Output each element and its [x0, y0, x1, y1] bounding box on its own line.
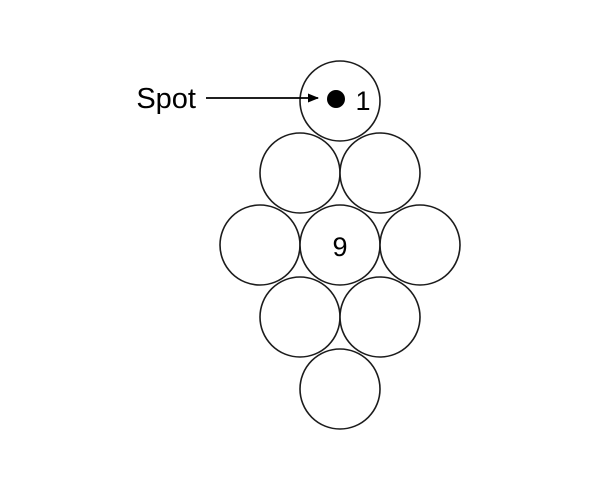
- ball-circle-6: [379, 204, 461, 286]
- ball-circle-4: [219, 204, 301, 286]
- ball-circle-2: [259, 132, 341, 214]
- spot-dot: [327, 90, 345, 108]
- spot-label: Spot: [136, 83, 196, 115]
- ball-circles-group: [219, 60, 461, 430]
- ball-1-label: 1: [355, 86, 370, 116]
- ball-circle-9: [299, 348, 381, 430]
- ball-circle-3: [339, 132, 421, 214]
- ball-circle-8: [339, 276, 421, 358]
- ball-circle-7: [259, 276, 341, 358]
- ball-9-label: 9: [332, 232, 347, 262]
